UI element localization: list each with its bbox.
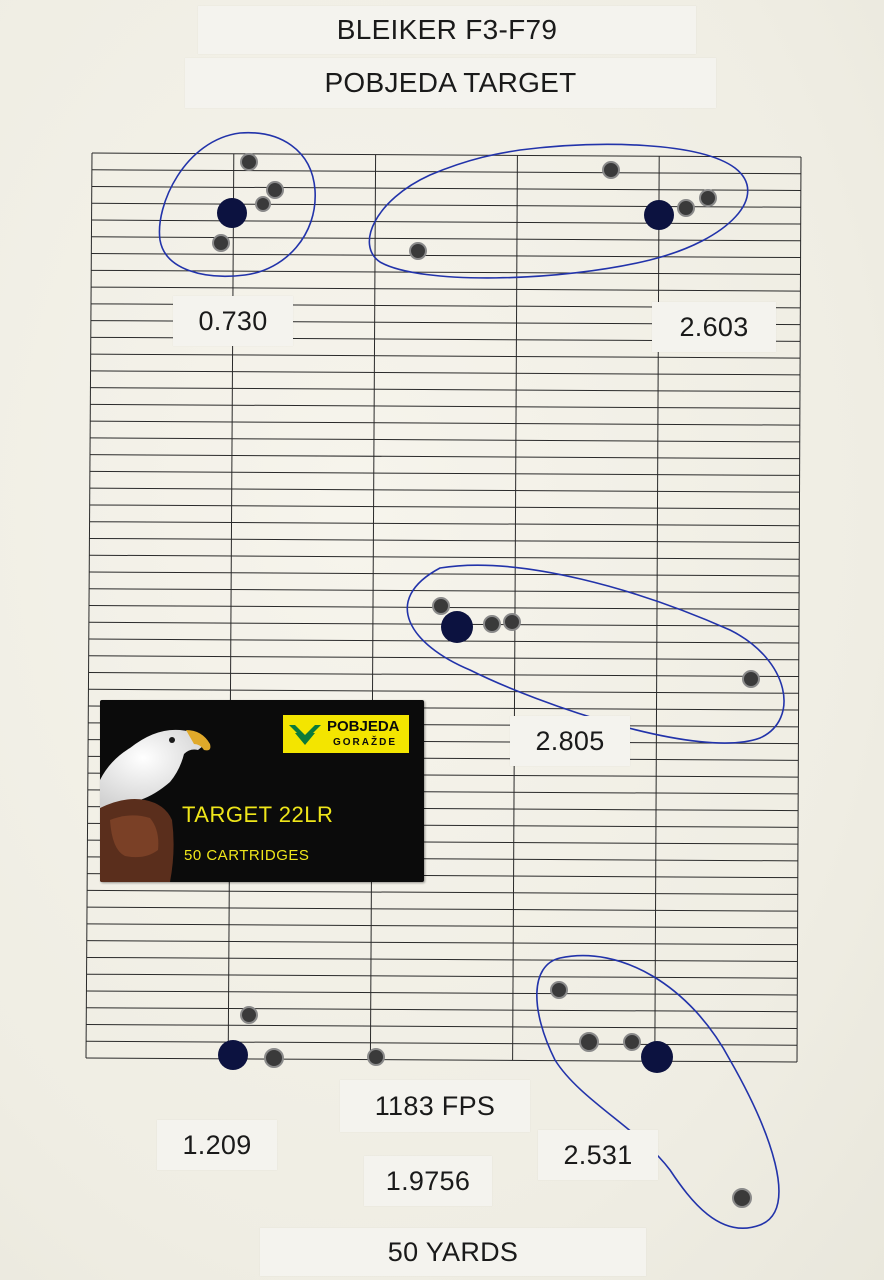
grid-row-line	[89, 521, 800, 527]
group-circle-top-right	[368, 143, 749, 279]
grid-row-line	[85, 1057, 798, 1063]
grid-row-line	[87, 889, 798, 895]
grid-row-line	[88, 688, 799, 694]
group-size-bottom-right: 2.531	[538, 1130, 658, 1180]
bullet-hole	[550, 981, 568, 999]
bullet-hole	[602, 161, 620, 179]
grid-row-line	[90, 387, 800, 393]
brand-logo: POBJEDA GORAŽDE	[283, 715, 409, 753]
grid-row-line	[91, 169, 801, 175]
bullet-hole	[255, 196, 271, 212]
aim-dot	[218, 1040, 248, 1070]
grid-row-line	[86, 940, 798, 946]
grid-column-line	[85, 152, 93, 1059]
grid-row-line	[86, 956, 798, 962]
group-circle-top-left	[158, 131, 316, 278]
grid-row-line	[90, 437, 800, 443]
group-circle-middle	[406, 564, 785, 744]
group-size-middle: 2.805	[510, 716, 630, 766]
group-size-top-right: 2.603	[652, 302, 776, 352]
grid-row-line	[91, 219, 801, 225]
distance-label: 50 YARDS	[260, 1228, 646, 1276]
grid-row-line	[91, 186, 801, 192]
bullet-hole	[264, 1048, 284, 1068]
aim-dot	[641, 1041, 673, 1073]
grid-row-line	[86, 1007, 798, 1013]
grid-column-line	[512, 155, 518, 1061]
grid-row-line	[90, 353, 801, 359]
bullet-hole	[503, 613, 521, 631]
title-line-2: POBJEDA TARGET	[185, 58, 716, 108]
aim-dot	[217, 198, 247, 228]
grid-row-line	[88, 672, 799, 678]
bullet-hole	[212, 234, 230, 252]
bullet-hole	[623, 1033, 641, 1051]
grid-row-line	[90, 403, 800, 409]
bullet-hole	[367, 1048, 385, 1066]
grid-row-line	[89, 537, 800, 543]
grid-row-line	[91, 269, 801, 275]
bullet-hole	[677, 199, 695, 217]
cartridge-count: 50 CARTRIDGES	[184, 847, 310, 864]
grid-row-line	[91, 286, 801, 292]
grid-row-line	[89, 487, 800, 493]
brand-name: POBJEDA	[327, 718, 400, 735]
brand-city: GORAŽDE	[333, 737, 397, 748]
chevron-logo-icon	[289, 725, 321, 745]
title-line-1: BLEIKER F3-F79	[198, 6, 696, 54]
grid-row-line	[86, 1040, 798, 1046]
grid-column-line	[369, 154, 377, 1060]
eagle-image	[100, 729, 211, 882]
average-group-label: 1.9756	[364, 1156, 492, 1206]
grid-row-line	[91, 152, 802, 158]
product-name: TARGET 22LR	[182, 802, 334, 827]
bullet-hole	[409, 242, 427, 260]
grid-row-line	[89, 454, 800, 460]
grid-row-line	[91, 253, 801, 259]
grid-row-line	[86, 1023, 798, 1029]
grid-row-line	[90, 420, 800, 426]
grid-row-line	[89, 470, 800, 476]
grid-row-line	[89, 504, 800, 510]
grid-column-line	[796, 156, 802, 1063]
grid-row-line	[91, 236, 801, 242]
grid-row-line	[86, 906, 798, 912]
bullet-holes	[212, 153, 760, 1208]
bullet-hole	[240, 153, 258, 171]
bullet-hole	[483, 615, 501, 633]
grid-row-line	[89, 588, 800, 594]
group-size-bottom-left: 1.209	[157, 1120, 277, 1170]
aim-dot	[644, 200, 674, 230]
grid-row-line	[89, 571, 800, 577]
group-circle-bottom-right	[536, 954, 780, 1230]
grid-row-line	[88, 655, 799, 661]
bullet-hole	[240, 1006, 258, 1024]
bullet-hole	[732, 1188, 752, 1208]
grid-row-line	[89, 554, 800, 560]
bullet-hole	[579, 1032, 599, 1052]
bullet-hole	[742, 670, 760, 688]
group-size-top-left: 0.730	[173, 296, 293, 346]
grid-row-line	[86, 973, 798, 979]
grid-row-line	[86, 923, 798, 929]
grid-row-line	[90, 370, 801, 376]
velocity-label: 1183 FPS	[340, 1080, 530, 1132]
aim-dot	[441, 611, 473, 643]
bullet-hole	[266, 181, 284, 199]
bullet-hole	[432, 597, 450, 615]
bullet-hole	[699, 189, 717, 207]
grid-row-line	[88, 638, 799, 644]
